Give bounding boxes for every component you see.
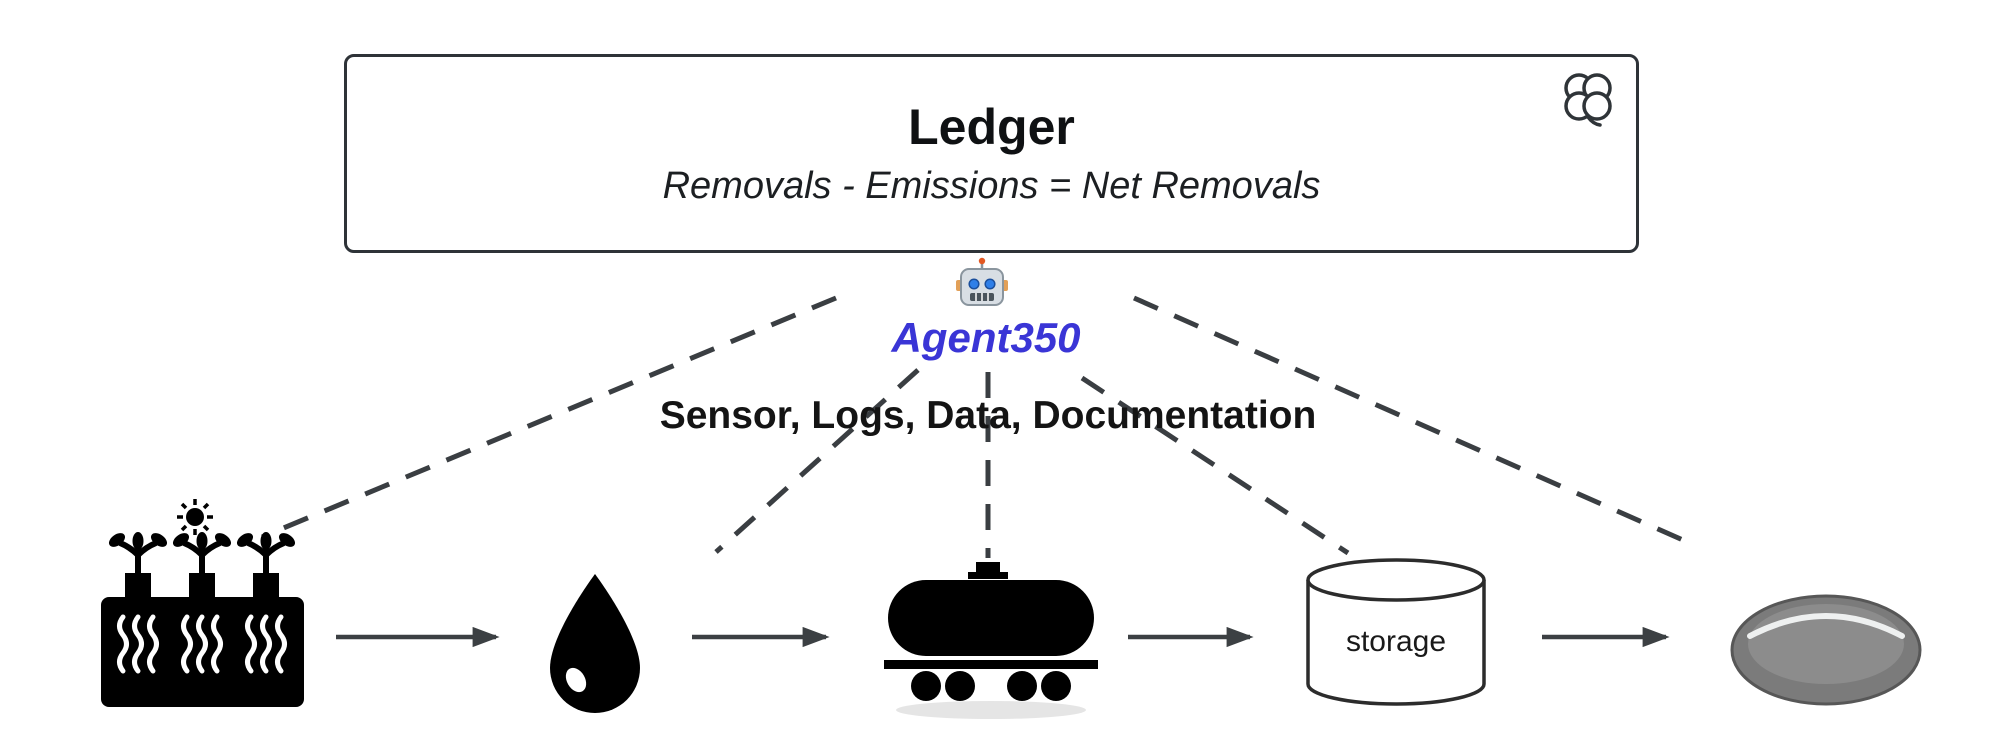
dashed-connectors [261,295,1694,558]
tanker-shadow [896,701,1086,719]
oil-droplet-icon [550,574,640,713]
dashed-line-to-droplet [714,368,920,554]
dashed-line-to-farm [261,295,837,540]
agent-label: Agent350 [891,314,1081,361]
ledger-title: Ledger [908,98,1075,155]
ledger-box: Ledger Removals - Emissions = Net Remova… [344,54,1639,253]
heat-wave-lines [117,614,287,674]
seedlings-heat-icon [101,499,304,707]
four-leaf-clover-icon [1564,73,1612,127]
seedling-sprouts [108,532,296,599]
disc-highlight [1747,613,1905,639]
droplet-highlight [565,667,587,693]
robot-icon [956,257,1008,306]
dashed-line-to-disc [1132,295,1694,547]
data-sources-caption: Sensor, Logs, Data, Documentation [659,394,1317,437]
storage-label: storage [1346,625,1446,658]
ledger-formula: Removals - Emissions = Net Removals [662,164,1321,207]
tanker-car-icon [884,562,1098,719]
gray-disc-icon [1730,594,1922,706]
storage-cylinder-icon: storage [1306,558,1486,706]
sun-icon [177,499,213,535]
dashed-line-to-storage [1080,375,1350,556]
